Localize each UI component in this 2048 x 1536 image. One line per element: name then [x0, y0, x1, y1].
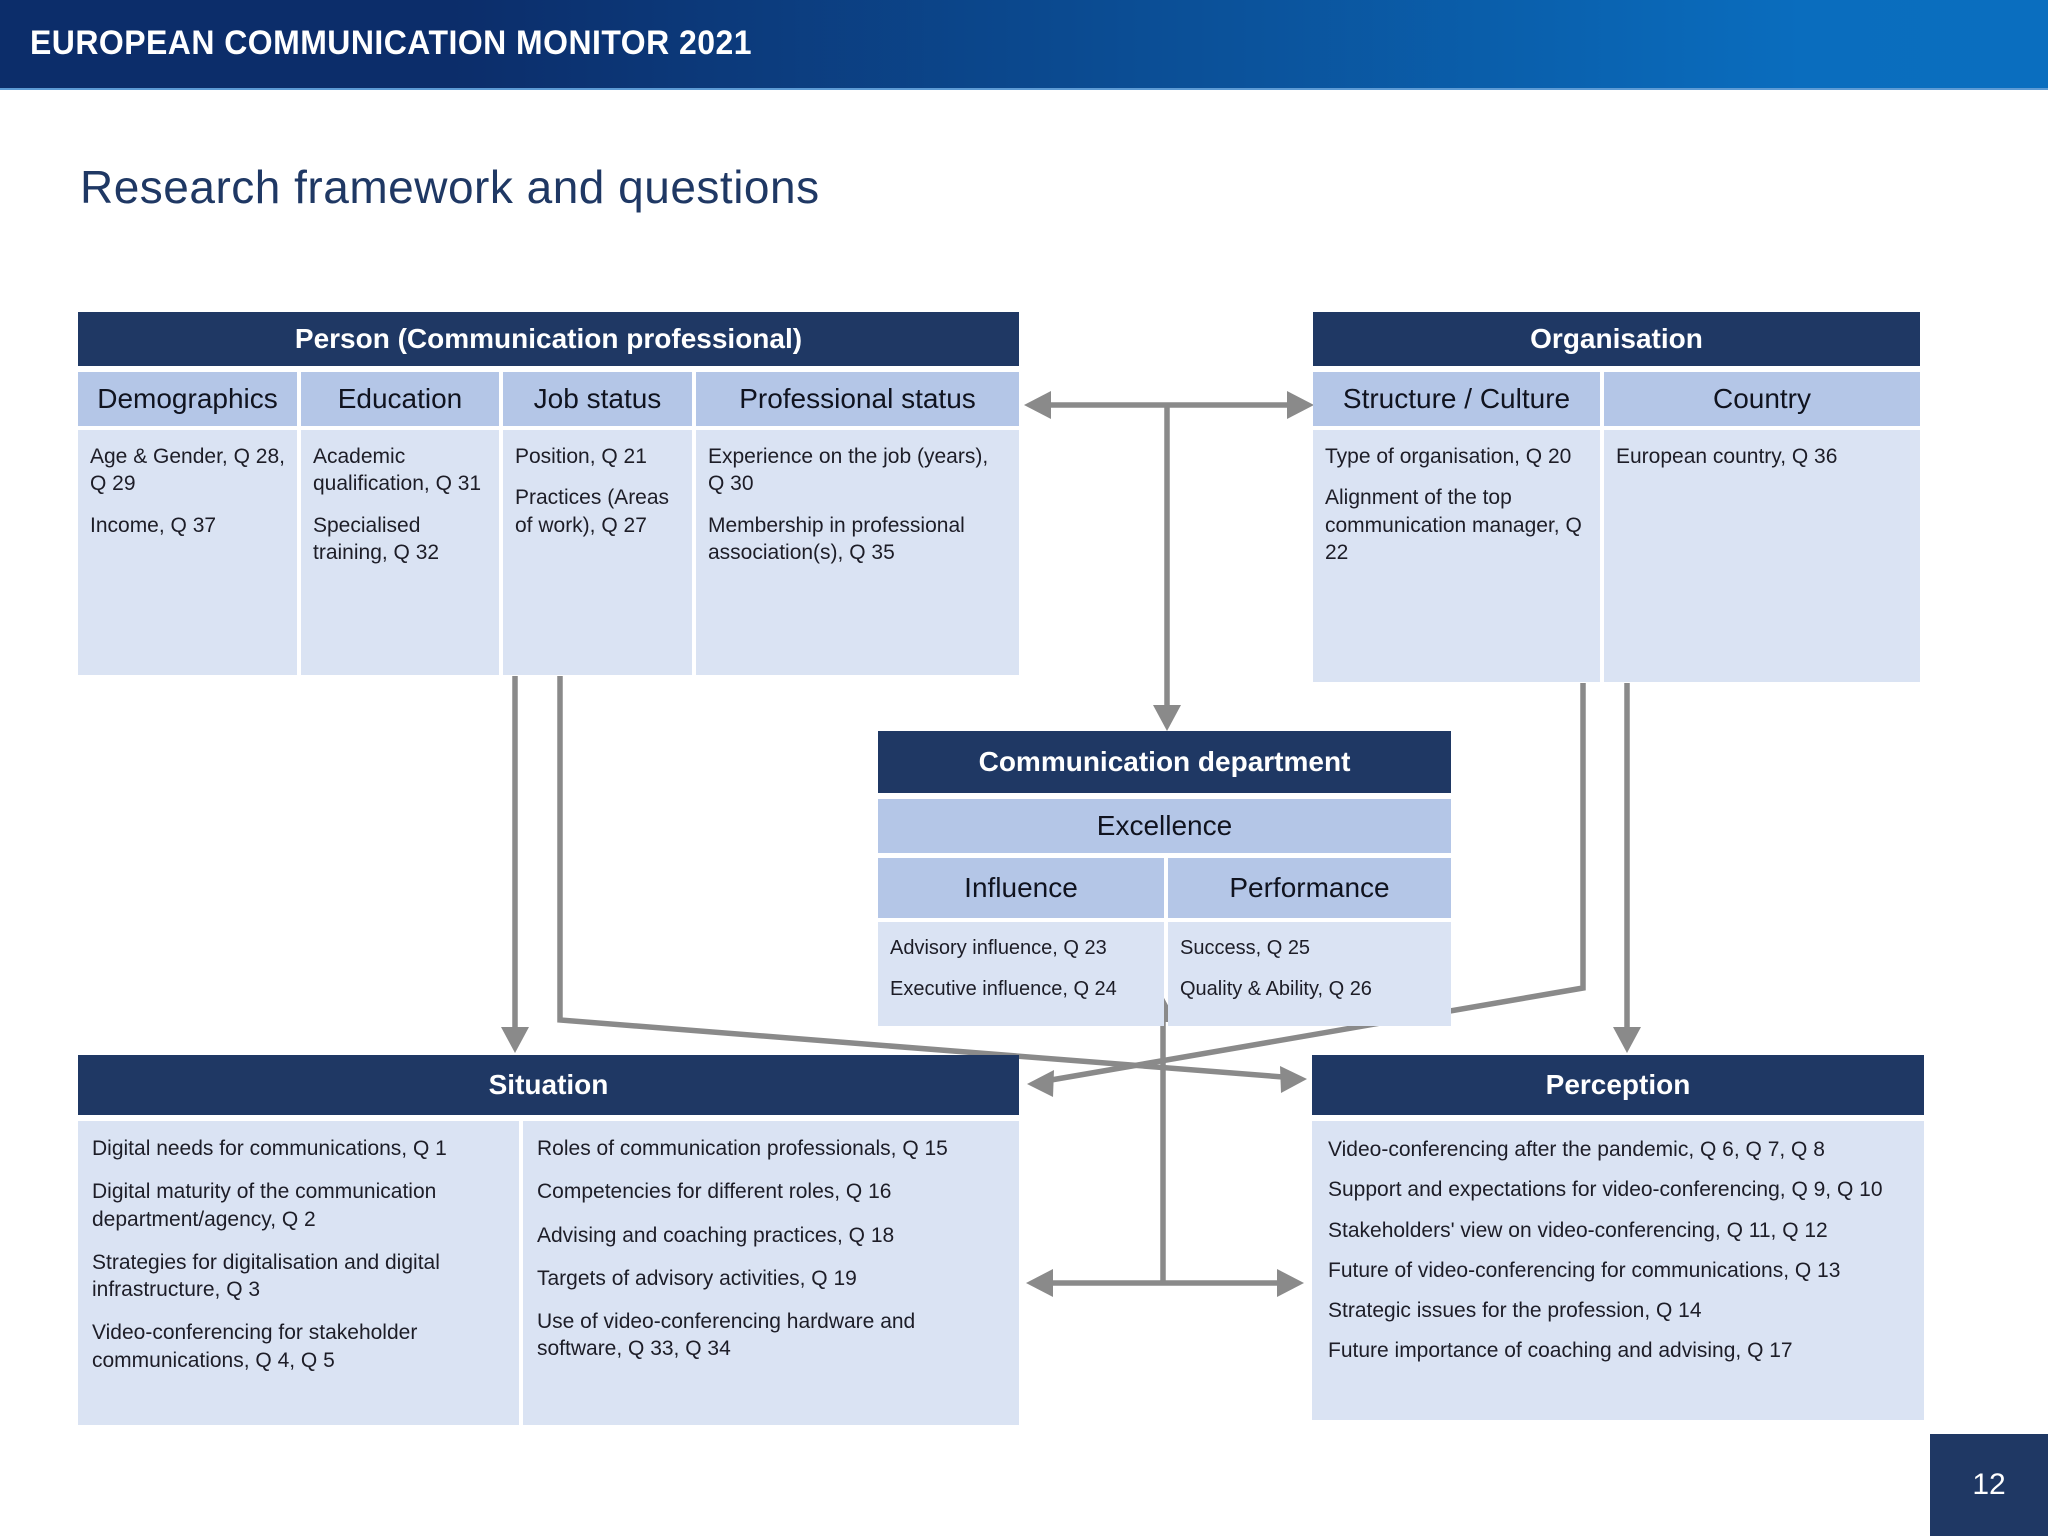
perception-arrowhead-right — [1280, 1066, 1307, 1093]
banner-title: EUROPEAN COMMUNICATION MONITOR 2021 — [30, 24, 753, 62]
cell-item: Video-conferencing for stakeholder commu… — [92, 1321, 418, 1372]
cell-item: Targets of advisory activities, Q 19 — [537, 1266, 857, 1290]
commdept-subheader-performance: Performance — [1168, 858, 1451, 918]
cell-item: Income, Q 37 — [90, 513, 217, 537]
organisation-cell-structure-culture: Type of organisation, Q 20 Alignment of … — [1313, 430, 1600, 682]
person-cell-education: Academic qualification, Q 31 Specialised… — [301, 430, 499, 675]
situation-arrowhead-left — [1027, 1070, 1054, 1097]
organisation-subheader-country: Country — [1604, 372, 1920, 426]
communication-department-subheaders: Influence Performance — [878, 858, 1451, 918]
cell-item: Advising and coaching practices, Q 18 — [537, 1223, 895, 1247]
situation-box: Situation Digital needs for communicatio… — [78, 1055, 1019, 1429]
situation-perception-arrowhead-left — [1026, 1269, 1053, 1297]
cell-item: Stakeholders' view on video-conferencing… — [1328, 1218, 1828, 1242]
person-subheader-professional-status: Professional status — [696, 372, 1019, 426]
person-title: Person (Communication professional) — [294, 323, 803, 354]
person-header: Person (Communication professional) — [78, 312, 1019, 366]
top-banner: EUROPEAN COMMUNICATION MONITOR 2021 — [0, 0, 2048, 90]
person-cell-demographics: Age & Gender, Q 28, Q 29 Income, Q 37 — [78, 430, 297, 675]
communication-department-box: Communication department Excellence Infl… — [878, 731, 1451, 1030]
perception-body: Video-conferencing after the pandemic, Q… — [1312, 1121, 1924, 1420]
cell-item: Use of video-conferencing hardware and s… — [537, 1310, 916, 1361]
communication-department-title: Communication department — [978, 746, 1351, 777]
person-subheader-demographics: Demographics — [78, 372, 297, 426]
perception-box: Perception Video-conferencing after the … — [1312, 1055, 1924, 1420]
person-org-arrowhead-left — [1024, 391, 1051, 419]
excellence-band: Excellence — [878, 799, 1451, 853]
cell-item: Digital maturity of the communication de… — [92, 1180, 437, 1231]
commdept-subheader-influence: Influence — [878, 858, 1164, 918]
organisation-subheaders: Structure / Culture Country — [1313, 372, 1920, 426]
person-body: Age & Gender, Q 28, Q 29 Income, Q 37 Ac… — [78, 430, 1019, 675]
cell-item: Future of video-conferencing for communi… — [1328, 1258, 1841, 1282]
organisation-subheader-structure-culture: Structure / Culture — [1313, 372, 1600, 426]
situation-arrowhead-down — [501, 1027, 529, 1053]
situation-cell-left: Digital needs for communications, Q 1 Di… — [78, 1121, 519, 1425]
page-number-box: 12 — [1930, 1434, 2048, 1536]
organisation-body: Type of organisation, Q 20 Alignment of … — [1313, 430, 1920, 682]
person-cell-professional-status: Experience on the job (years), Q 30 Memb… — [696, 430, 1019, 675]
cell-item: Quality & Ability, Q 26 — [1180, 978, 1372, 1000]
commdept-arrowhead-down — [1153, 705, 1181, 731]
person-box: Person (Communication professional) Demo… — [78, 312, 1019, 679]
cell-item: Support and expectations for video-confe… — [1328, 1178, 1883, 1202]
cell-item: Future importance of coaching and advisi… — [1328, 1339, 1793, 1363]
organisation-title: Organisation — [1530, 323, 1703, 354]
organisation-cell-country: European country, Q 36 — [1604, 430, 1920, 682]
page-title: Research framework and questions — [80, 161, 820, 213]
perception-title: Perception — [1545, 1069, 1691, 1100]
situation-body: Digital needs for communications, Q 1 Di… — [78, 1121, 1019, 1425]
cell-item: Position, Q 21 — [515, 445, 647, 468]
cell-item: Membership in professional association(s… — [708, 513, 965, 564]
cell-item: Type of organisation, Q 20 — [1325, 445, 1572, 468]
perception-cell: Video-conferencing after the pandemic, Q… — [1312, 1121, 1924, 1420]
cell-item: Practices (Areas of work), Q 27 — [515, 486, 670, 537]
perception-header: Perception — [1312, 1055, 1924, 1115]
page-number: 12 — [1972, 1468, 2006, 1501]
cell-item: Competencies for different roles, Q 16 — [537, 1180, 892, 1204]
cell-item: European country, Q 36 — [1616, 445, 1838, 468]
person-org-arrowhead-right — [1287, 391, 1314, 419]
cell-item: Advisory influence, Q 23 — [890, 937, 1107, 959]
communication-department-body: Advisory influence, Q 23 Executive influ… — [878, 922, 1451, 1026]
commdept-cell-influence: Advisory influence, Q 23 Executive influ… — [878, 922, 1164, 1026]
cell-item: Success, Q 25 — [1180, 937, 1311, 959]
org-situation-line — [1050, 683, 1586, 1083]
situation-cell-right: Roles of communication professionals, Q … — [523, 1121, 1019, 1425]
organisation-box: Organisation Structure / Culture Country… — [1313, 312, 1920, 686]
cell-item: Academic qualification, Q 31 — [313, 445, 482, 496]
situation-header: Situation — [78, 1055, 1019, 1115]
organisation-header: Organisation — [1313, 312, 1920, 366]
person-perception-line — [557, 676, 1284, 1080]
cell-item: Experience on the job (years), Q 30 — [708, 445, 989, 496]
situation-perception-arrowhead-right — [1277, 1269, 1304, 1297]
person-subheader-education: Education — [301, 372, 499, 426]
cell-item: Strategies for digitalisation and digita… — [92, 1250, 440, 1302]
commdept-cell-performance: Success, Q 25 Quality & Ability, Q 26 — [1168, 922, 1451, 1026]
person-cell-job-status: Position, Q 21 Practices (Areas of work)… — [503, 430, 692, 675]
cell-item: Specialised training, Q 32 — [313, 513, 440, 564]
person-subheaders: Demographics Education Job status Profes… — [78, 372, 1019, 426]
cell-item: Video-conferencing after the pandemic, Q… — [1328, 1138, 1825, 1161]
cell-item: Strategic issues for the profession, Q 1… — [1328, 1299, 1702, 1323]
cell-item: Alignment of the top communication manag… — [1325, 486, 1582, 564]
communication-department-header: Communication department — [878, 731, 1451, 793]
perception-arrowhead-down — [1613, 1027, 1641, 1053]
situation-title: Situation — [488, 1069, 609, 1100]
cell-item: Roles of communication professionals, Q … — [537, 1137, 948, 1160]
cell-item: Digital needs for communications, Q 1 — [92, 1137, 447, 1160]
cell-item: Executive influence, Q 24 — [890, 978, 1117, 1000]
person-subheader-job-status: Job status — [503, 372, 692, 426]
cell-item: Age & Gender, Q 28, Q 29 — [90, 445, 285, 496]
